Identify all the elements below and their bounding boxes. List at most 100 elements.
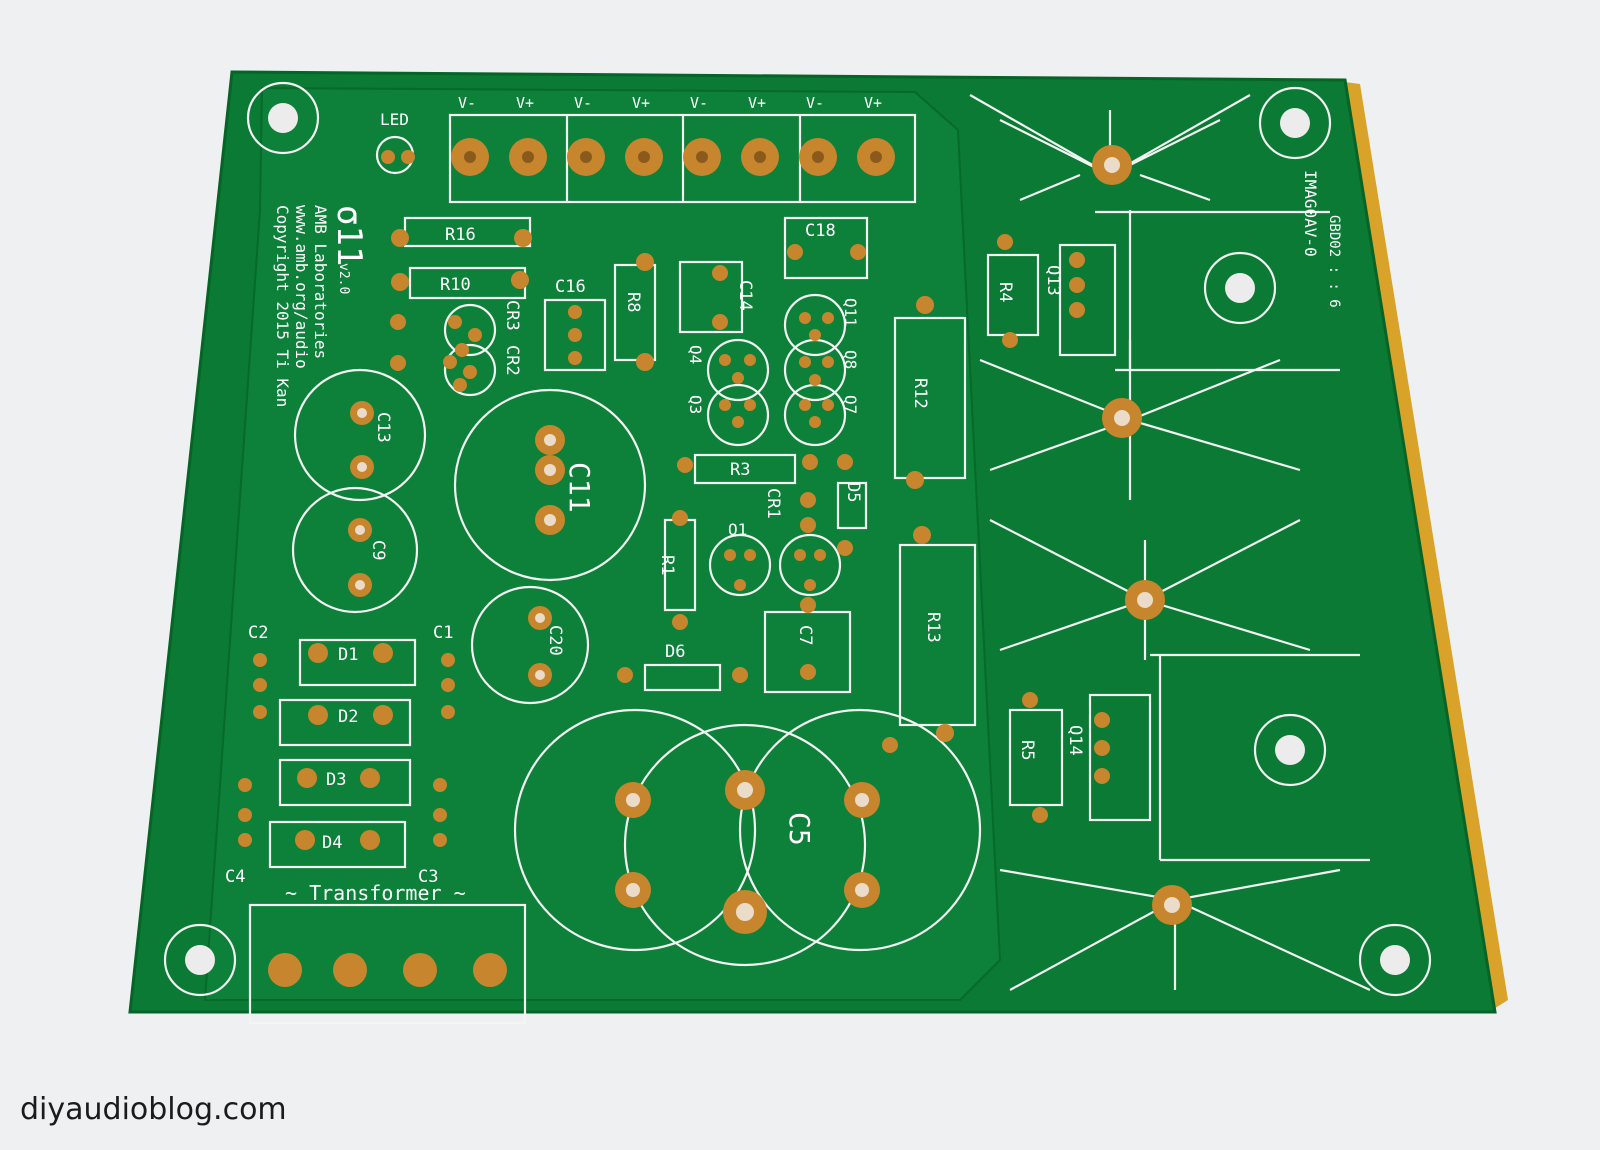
- label-d3: D3: [326, 770, 346, 790]
- terminal-label: V-: [574, 94, 592, 112]
- label-c7: C7: [795, 625, 815, 645]
- label-q4: Q4: [686, 345, 705, 364]
- pad: [712, 314, 728, 330]
- pad: [403, 953, 437, 987]
- watermark: diyaudioblog.com: [20, 1092, 287, 1127]
- pad-hole: [355, 525, 365, 535]
- terminal-label: V-: [458, 94, 476, 112]
- pad: [1094, 768, 1110, 784]
- pad: [802, 454, 818, 470]
- terminal-hole: [580, 151, 592, 163]
- pad: [800, 597, 816, 613]
- pad: [1094, 740, 1110, 756]
- pad-hole: [626, 883, 640, 897]
- pad: [238, 778, 252, 792]
- pad: [744, 354, 756, 366]
- pad-hole: [357, 408, 367, 418]
- pad: [295, 830, 315, 850]
- pad: [677, 457, 693, 473]
- pad: [433, 778, 447, 792]
- pad-hole: [357, 462, 367, 472]
- pad: [822, 312, 834, 324]
- label-c5: C5: [783, 812, 816, 846]
- pad-hole: [544, 514, 556, 526]
- label-c20: C20: [545, 625, 565, 656]
- label-cr1: CR1: [763, 488, 783, 519]
- pad: [822, 356, 834, 368]
- label-c16: C16: [555, 277, 586, 297]
- pad: [568, 351, 582, 365]
- terminal-hole: [638, 151, 650, 163]
- pad: [253, 653, 267, 667]
- pad: [390, 314, 406, 330]
- board-side-edge: [1345, 82, 1508, 1010]
- pad: [672, 614, 688, 630]
- pad: [617, 667, 633, 683]
- label-c4: C4: [225, 867, 245, 887]
- pad: [443, 355, 457, 369]
- pad-hole: [544, 434, 556, 446]
- label-d5: D5: [843, 482, 863, 502]
- terminal-hole: [464, 151, 476, 163]
- terminal-hole: [522, 151, 534, 163]
- pad: [333, 953, 367, 987]
- terminal-hole: [754, 151, 766, 163]
- pad: [373, 705, 393, 725]
- label-r10: R10: [440, 275, 471, 295]
- terminal-label: V+: [748, 94, 766, 112]
- pad: [636, 353, 654, 371]
- pad: [913, 526, 931, 544]
- label-q13: Q13: [1043, 265, 1063, 296]
- pad: [448, 315, 462, 329]
- label-d1: D1: [338, 645, 358, 665]
- board-version: v2.0: [336, 263, 351, 294]
- terminal-hole: [696, 151, 708, 163]
- pad: [787, 244, 803, 260]
- pad: [253, 678, 267, 692]
- pad: [809, 374, 821, 386]
- pad: [391, 273, 409, 291]
- terminal-label: V+: [516, 94, 534, 112]
- pad: [433, 833, 447, 847]
- pad: [381, 150, 395, 164]
- pad: [672, 510, 688, 526]
- side-code-2: GBD02 : : 6: [1326, 215, 1342, 308]
- pad: [453, 378, 467, 392]
- pad: [473, 953, 507, 987]
- label-r13: R13: [923, 612, 943, 643]
- label-q1: Q1: [728, 520, 747, 539]
- pad: [809, 329, 821, 341]
- pad-hole: [355, 580, 365, 590]
- label-c14: C14: [735, 280, 755, 311]
- pad-hole: [544, 464, 556, 476]
- pad: [800, 664, 816, 680]
- silkscreen-labels: LED σ11 v2.0 AMB Laboratories www.amb.or…: [225, 110, 1342, 887]
- pad: [850, 244, 866, 260]
- pad: [732, 416, 744, 428]
- pad: [391, 229, 409, 247]
- pad: [799, 399, 811, 411]
- pad: [734, 579, 746, 591]
- pad: [997, 234, 1013, 250]
- pad-hole: [1114, 410, 1130, 426]
- pad-hole: [1164, 897, 1180, 913]
- board-copyright: Copyright 2015 Ti Kan: [273, 205, 292, 407]
- pad: [514, 229, 532, 247]
- terminal-hole: [812, 151, 824, 163]
- label-r4: R4: [995, 282, 1015, 302]
- pad: [441, 705, 455, 719]
- label-q8: Q8: [841, 350, 860, 369]
- label-c9: C9: [368, 540, 388, 560]
- pad: [804, 579, 816, 591]
- terminal-label: V+: [864, 94, 882, 112]
- pad-hole: [736, 903, 754, 921]
- label-c18: C18: [805, 221, 836, 241]
- label-r1: R1: [657, 555, 677, 575]
- label-cr2: CR2: [502, 345, 522, 376]
- pad-hole: [855, 793, 869, 807]
- label-q3: Q3: [686, 395, 705, 414]
- board-name: σ11: [329, 205, 369, 266]
- pad: [744, 399, 756, 411]
- pad: [360, 768, 380, 788]
- pad: [468, 328, 482, 342]
